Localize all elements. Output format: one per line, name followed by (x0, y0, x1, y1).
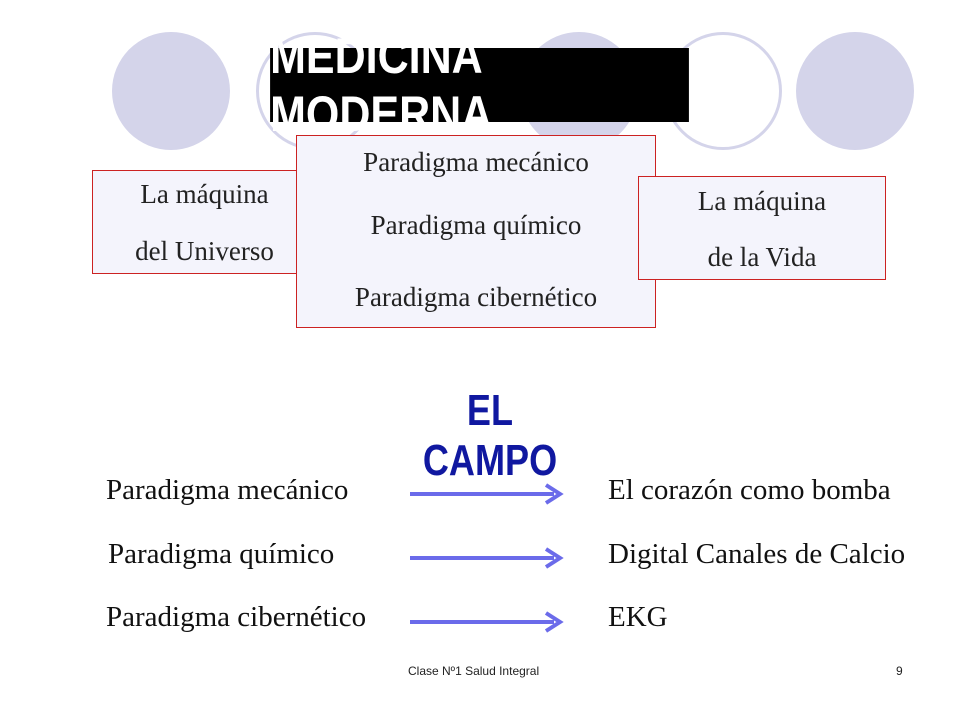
decorative-circle-1 (112, 32, 230, 150)
row-2-right: Digital Canales de Calcio (608, 538, 906, 570)
left-box-line1: La máquina (140, 179, 269, 209)
row-3-right: EKG (608, 601, 668, 633)
slide-title: MEDICINA MODERNA (270, 28, 689, 142)
center-box-line2: Paradigma químico (370, 210, 582, 240)
right-box-line1: La máquina (697, 186, 827, 216)
row-1-left: Paradigma mecánico (106, 474, 349, 506)
row-3-left: Paradigma cibernético (106, 601, 367, 633)
center-box-paradigms: Paradigma mecánico Paradigma químico Par… (296, 135, 656, 328)
row-1-arrow-icon (410, 483, 564, 505)
row-1-right: El corazón como bomba (608, 474, 891, 506)
page-number: 9 (896, 664, 903, 678)
row-3-arrow-icon (410, 611, 564, 633)
footer-text: Clase Nº1 Salud Integral (408, 664, 540, 678)
row-2-left: Paradigma químico (108, 538, 335, 570)
section-title: EL CAMPO (422, 386, 558, 485)
right-box-line2: de la Vida (707, 242, 817, 272)
decorative-circle-5 (796, 32, 914, 150)
left-box-line2: del Universo (135, 236, 274, 266)
left-box-universe: La máquina del Universo (92, 170, 317, 274)
center-box-line1: Paradigma mecánico (363, 147, 589, 177)
row-2-arrow-icon (410, 547, 564, 569)
right-box-life: La máquina de la Vida (638, 176, 886, 280)
center-box-line3: Paradigma cibernético (354, 282, 598, 312)
